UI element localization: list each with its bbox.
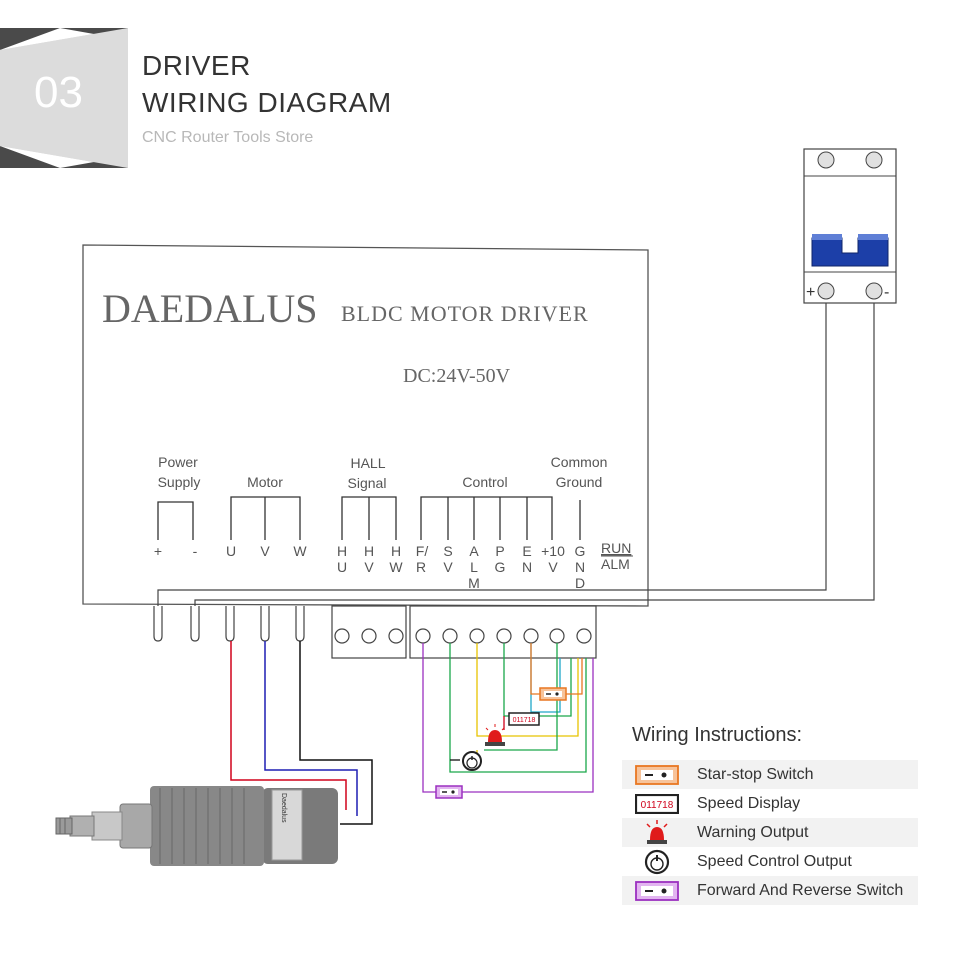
spindle-motor: Daedalus bbox=[55, 786, 338, 866]
display-readout: 011718 bbox=[513, 717, 536, 724]
legend-label-speed-control: Speed Control Output bbox=[697, 852, 852, 870]
power-wires bbox=[157, 303, 875, 606]
pin-alm-3: M bbox=[468, 575, 480, 591]
legend: Star-stop Switch 011718 Speed Display Wa… bbox=[622, 760, 918, 905]
potentiometer-icon bbox=[622, 847, 692, 876]
pin-gnd-2: N bbox=[575, 559, 585, 575]
pin-u: U bbox=[226, 543, 236, 559]
wire-green-3 bbox=[484, 643, 558, 751]
pin-sv: S bbox=[443, 543, 452, 559]
driver-box bbox=[82, 244, 649, 607]
pin-fr-2: R bbox=[416, 559, 426, 575]
breaker-plus: + bbox=[806, 284, 815, 301]
pin-v: V bbox=[260, 543, 270, 559]
pin-sv-2: V bbox=[443, 559, 453, 575]
pin-hw-2: W bbox=[389, 559, 403, 575]
speed-display-icon: 011718 bbox=[622, 789, 692, 818]
legend-item-speed-control: Speed Control Output bbox=[622, 847, 918, 876]
pin-fr: F/ bbox=[416, 543, 429, 559]
breaker-minus: - bbox=[884, 284, 889, 301]
legend-display-readout: 011718 bbox=[641, 800, 674, 811]
legend-label-start-stop: Star-stop Switch bbox=[697, 765, 814, 783]
pin-hw: H bbox=[391, 543, 401, 559]
wire-orange bbox=[530, 643, 540, 695]
wire-v bbox=[264, 641, 358, 816]
start-stop-switch-icon bbox=[622, 760, 692, 789]
label-motor: Motor bbox=[247, 474, 283, 490]
wire-purple bbox=[422, 643, 594, 793]
pin-hv: H bbox=[364, 543, 374, 559]
legend-item-warning: Warning Output bbox=[622, 818, 918, 847]
warning-light-icon bbox=[485, 724, 505, 746]
start-stop-switch-icon bbox=[539, 687, 567, 701]
pin-10v: +10 bbox=[541, 543, 565, 559]
pin-gnd: G bbox=[575, 543, 586, 559]
label-supply: Supply bbox=[158, 474, 201, 490]
label-ground: Ground bbox=[556, 474, 603, 490]
blade-terminals bbox=[153, 606, 305, 642]
motor-label: Daedalus bbox=[280, 793, 287, 823]
pin-alm: A bbox=[469, 543, 479, 559]
circuit-breaker: + - bbox=[803, 148, 897, 304]
legend-item-speed-display: 011718 Speed Display bbox=[622, 789, 918, 818]
label-hall: HALL bbox=[350, 455, 385, 471]
pin-hu: H bbox=[337, 543, 347, 559]
wire-w bbox=[299, 641, 373, 825]
warning-light-icon bbox=[622, 818, 692, 847]
pin-hu-2: U bbox=[337, 559, 347, 575]
pin-pg-2: G bbox=[495, 559, 506, 575]
legend-title: Wiring Instructions: bbox=[632, 724, 803, 746]
label-power: Power bbox=[158, 454, 198, 470]
forward-reverse-switch-icon bbox=[622, 876, 692, 905]
pin-en: E bbox=[522, 543, 531, 559]
legend-label-speed-display: Speed Display bbox=[697, 794, 801, 812]
page-title-line2: WIRING DIAGRAM bbox=[142, 87, 392, 118]
alm-label: ALM bbox=[601, 556, 630, 572]
wire-green-1 bbox=[449, 643, 587, 773]
pin-w: W bbox=[293, 543, 307, 559]
label-control: Control bbox=[462, 474, 507, 490]
label-common: Common bbox=[551, 454, 608, 470]
pin-pg: P bbox=[495, 543, 504, 559]
section-number: 03 bbox=[34, 68, 83, 117]
label-signal: Signal bbox=[348, 475, 387, 491]
potentiometer-icon bbox=[462, 751, 482, 771]
forward-reverse-switch-icon bbox=[435, 785, 463, 799]
legend-label-forward-reverse: Forward And Reverse Switch bbox=[697, 881, 904, 899]
speed-display-icon: 011718 bbox=[508, 712, 540, 726]
wire-orange-2 bbox=[566, 658, 583, 695]
pin-minus: - bbox=[193, 543, 198, 559]
legend-item-forward-reverse: Forward And Reverse Switch bbox=[622, 876, 918, 905]
legend-label-warning: Warning Output bbox=[697, 823, 809, 841]
driver-voltage: DC:24V-50V bbox=[403, 365, 511, 387]
wire-u bbox=[230, 641, 347, 810]
section-badge bbox=[0, 28, 128, 168]
pin-hv-2: V bbox=[364, 559, 374, 575]
page-title-line1: DRIVER bbox=[142, 50, 251, 81]
wire-yellow-1 bbox=[476, 643, 579, 737]
driver-model: BLDC MOTOR DRIVER bbox=[341, 301, 589, 326]
store-name: CNC Router Tools Store bbox=[142, 129, 314, 146]
legend-item-start-stop: Star-stop Switch bbox=[622, 760, 918, 789]
pin-alm-2: L bbox=[470, 559, 478, 575]
pin-plus: + bbox=[154, 543, 162, 559]
pin-10v-2: V bbox=[548, 559, 558, 575]
pin-gnd-3: D bbox=[575, 575, 585, 591]
pin-en-2: N bbox=[522, 559, 532, 575]
driver-brand: DAEDALUS bbox=[102, 286, 318, 331]
run-label: RUN bbox=[601, 540, 631, 556]
